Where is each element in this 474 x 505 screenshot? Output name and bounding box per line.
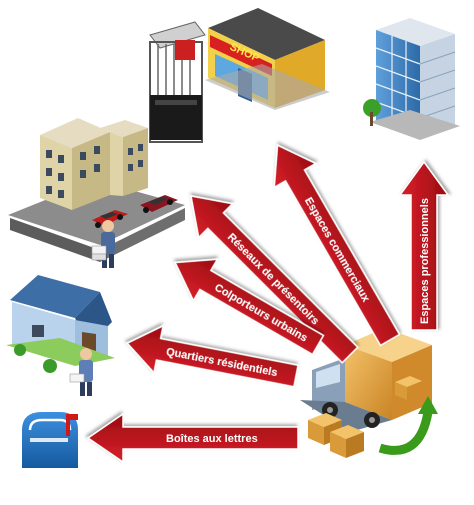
green-curved-arrow-icon bbox=[378, 396, 438, 455]
courier-person-icon bbox=[91, 220, 115, 268]
house-icon bbox=[6, 275, 115, 373]
arrow-espaces-professionnels: Espaces professionnels bbox=[398, 160, 450, 331]
resident-person-icon bbox=[69, 348, 93, 396]
arrow-boites-aux-lettres: Boîtes aux lettres bbox=[86, 412, 299, 464]
arrow-label-boites-aux-lettres: Boîtes aux lettres bbox=[166, 433, 258, 445]
mailbox-icon bbox=[22, 412, 78, 468]
cardboard-boxes-icon bbox=[308, 413, 364, 458]
delivery-truck-icon bbox=[300, 328, 432, 432]
kiosk-stand-icon bbox=[149, 21, 206, 143]
arrow-label-espaces-commerciaux: Espaces commerciaux bbox=[302, 195, 372, 304]
shop-building-icon: SHOP bbox=[205, 8, 330, 110]
dark-red-car-icon bbox=[140, 195, 178, 213]
arrow-label-espaces-professionnels: Espaces professionnels bbox=[419, 198, 431, 324]
office-tower-icon bbox=[363, 18, 460, 140]
apartment-building-icon bbox=[8, 118, 185, 262]
red-car-icon bbox=[92, 210, 128, 228]
